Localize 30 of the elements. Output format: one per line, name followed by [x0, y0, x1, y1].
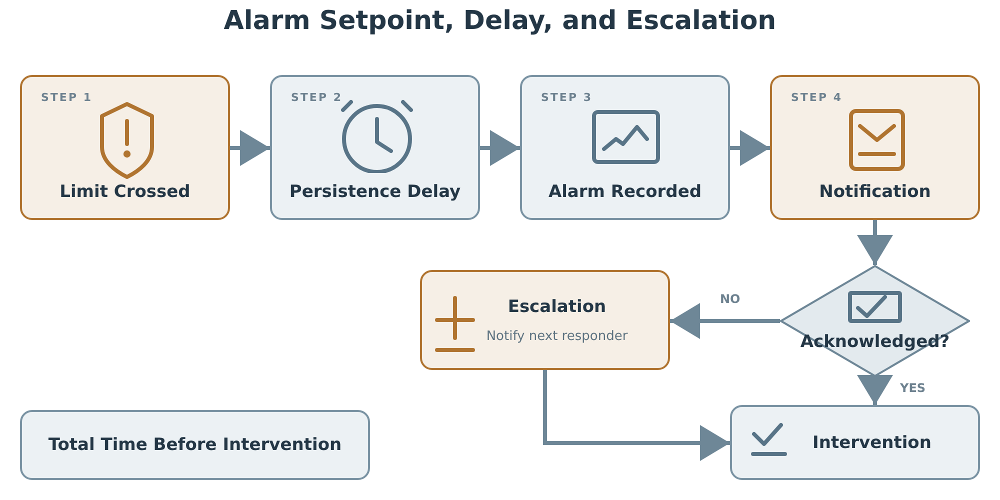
- arrow: [543, 370, 730, 458]
- node-title: Escalation: [506, 297, 608, 317]
- node-title: Alarm Recorded: [547, 182, 703, 202]
- arrow: [670, 306, 780, 336]
- step-label: STEP 2: [291, 91, 342, 104]
- node-title: Persistence Delay: [288, 182, 462, 202]
- edge-label: YES: [898, 381, 928, 395]
- process-box: [770, 75, 980, 220]
- process-box: [520, 75, 730, 220]
- process-box: [20, 410, 370, 480]
- step-label: STEP 1: [41, 91, 92, 104]
- node-title: Intervention: [812, 433, 932, 453]
- process-box: [420, 270, 670, 370]
- decision-diamond: [780, 265, 970, 377]
- arrow: [860, 375, 890, 405]
- step-label: STEP 3: [541, 91, 592, 104]
- node-subtitle: Notify next responder: [485, 329, 629, 344]
- process-box: [730, 405, 980, 480]
- step-label: STEP 4: [791, 91, 842, 104]
- edge-label: NO: [718, 292, 742, 306]
- arrow: [860, 220, 890, 265]
- process-box: [20, 75, 230, 220]
- node-title: Limit Crossed: [58, 182, 192, 202]
- title: Alarm Setpoint, Delay, and Escalation: [224, 6, 776, 36]
- process-box: [270, 75, 480, 220]
- arrow: [730, 133, 770, 163]
- arrow: [480, 133, 520, 163]
- node-title: Total Time Before Intervention: [47, 435, 343, 455]
- arrow: [230, 133, 270, 163]
- node-title: Notification: [818, 182, 932, 202]
